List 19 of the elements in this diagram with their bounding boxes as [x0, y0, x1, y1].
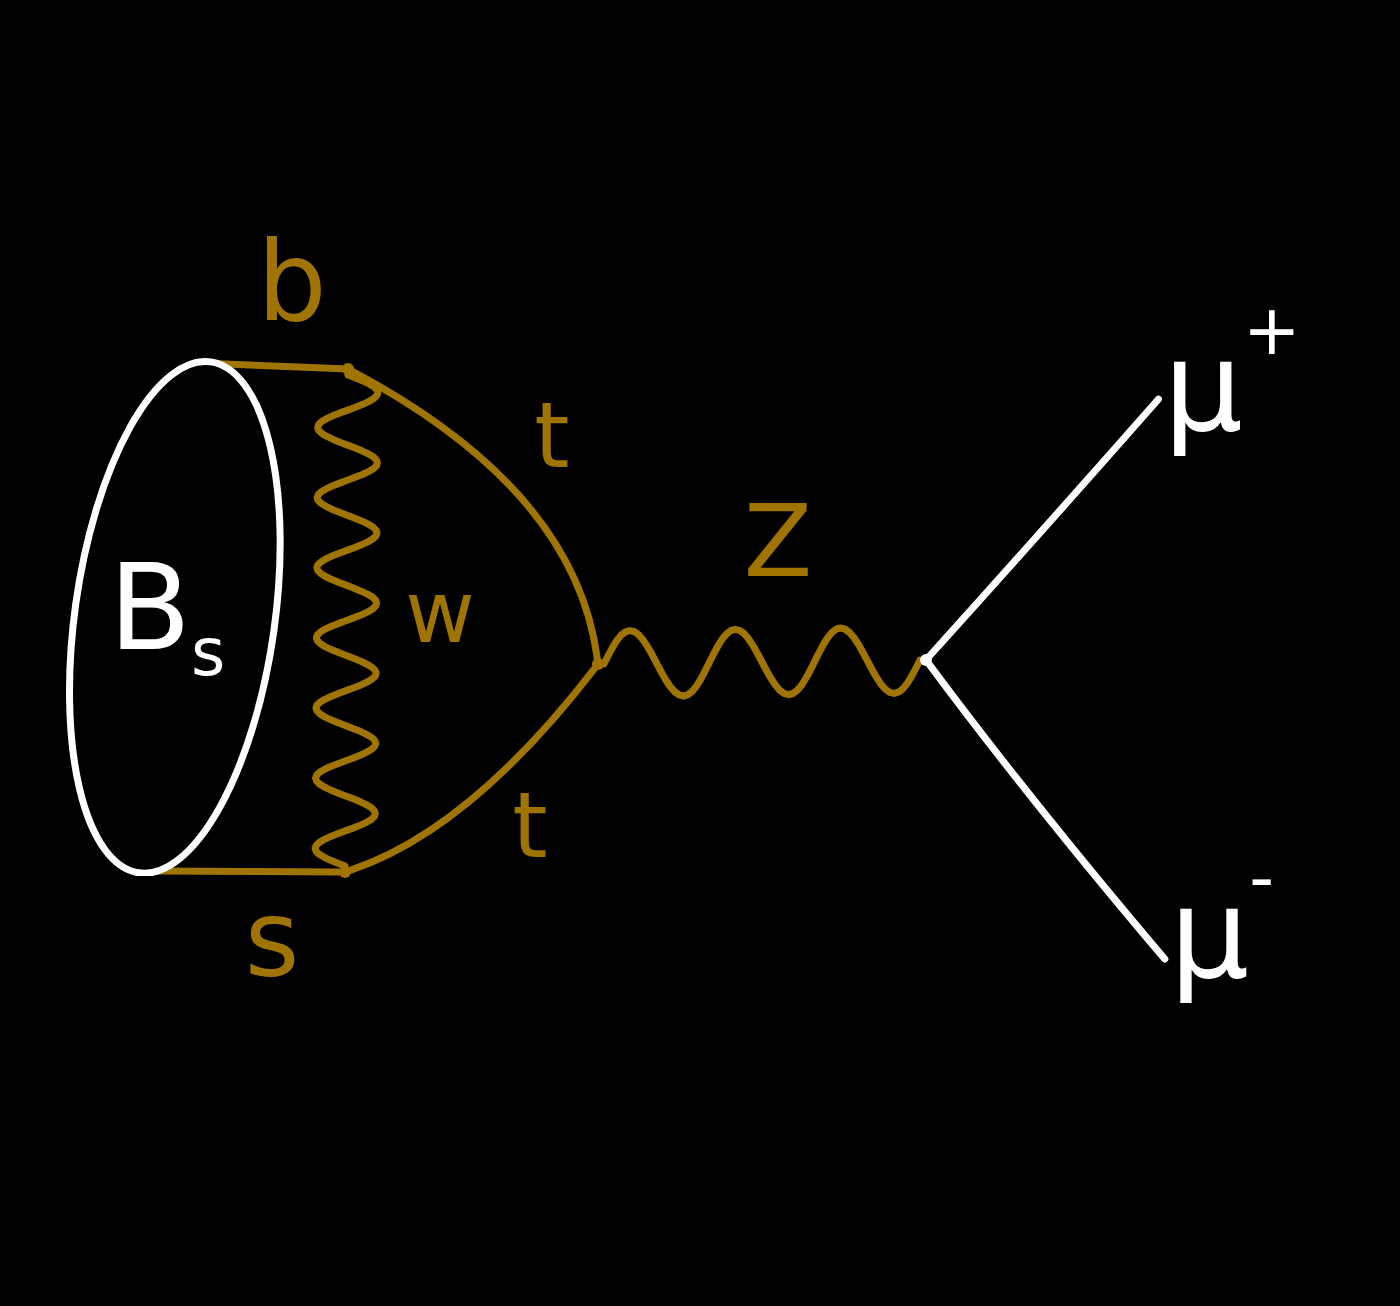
node-label: B$_{s}$	[108, 547, 226, 687]
edge-label: t	[534, 391, 570, 481]
wavy-line	[311, 371, 382, 870]
vertex-dot	[339, 866, 351, 878]
edge-label: t	[512, 781, 548, 871]
vertex-dot	[592, 658, 604, 670]
particle-label: μ$^{-}$	[1169, 831, 1275, 1019]
particle-line	[347, 665, 598, 874]
vertex-dot	[342, 363, 354, 375]
edge-label: b	[257, 227, 327, 337]
particle-line	[926, 661, 1169, 963]
edge-label: s	[244, 887, 300, 993]
particle-line	[926, 395, 1162, 659]
particle-label: μ$^{+}$	[1163, 284, 1301, 472]
edge-label: Z	[743, 492, 813, 592]
wavy-line	[600, 624, 924, 700]
particle-line	[349, 368, 601, 662]
vertex-dot	[920, 654, 932, 666]
edge-label: w	[405, 569, 475, 655]
